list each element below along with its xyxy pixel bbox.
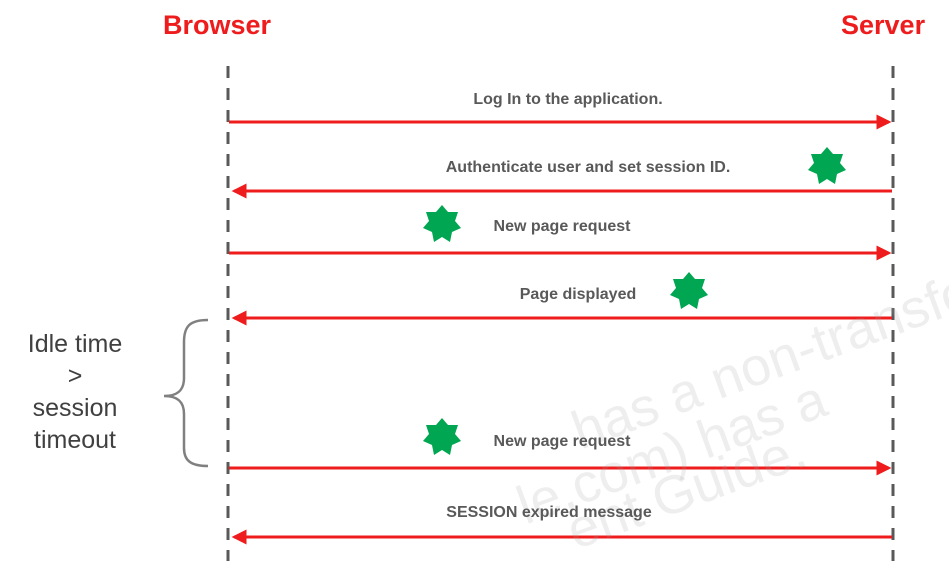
green-star-burst-icon — [423, 205, 461, 242]
idle-note-line-3: session — [32, 394, 118, 422]
browser-actor-label: Browser — [163, 10, 272, 40]
green-star-burst-icon — [808, 147, 846, 184]
idle-note-line-2: > — [67, 362, 83, 390]
idle-brace — [163, 318, 209, 468]
green-star-burst-icon — [670, 272, 708, 309]
message-label-authenticate: Authenticate user and set session ID. — [445, 159, 731, 176]
message-label-new-page-request-2: New page request — [493, 433, 631, 450]
green-star-burst-icon — [423, 418, 461, 455]
message-label-login: Log In to the application. — [473, 91, 663, 108]
idle-time-note: Idle time > session timeout — [0, 328, 150, 456]
idle-note-line-1: Idle time — [27, 330, 123, 358]
server-actor-label: Server — [841, 10, 926, 40]
message-label-session-expired: SESSION expired message — [446, 504, 652, 521]
message-label-new-page-request-1: New page request — [493, 218, 631, 235]
message-label-page-displayed: Page displayed — [519, 286, 637, 303]
idle-note-line-4: timeout — [34, 426, 116, 454]
